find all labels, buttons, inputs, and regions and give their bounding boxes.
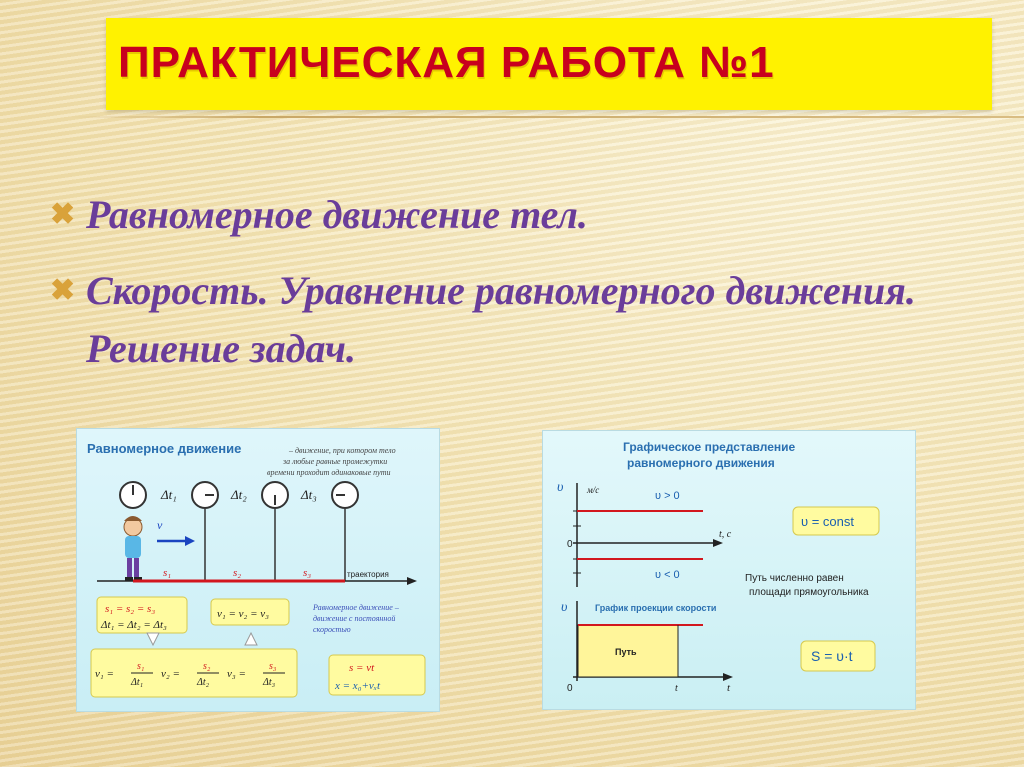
equal-paths-eq: s₁ = s₂ = s₃: [105, 603, 155, 615]
segment-label: s₂: [233, 567, 241, 579]
v-axis-label: υ: [561, 600, 567, 615]
positive-velocity-label: υ > 0: [655, 490, 680, 502]
delta-t-label: Δt₁: [160, 487, 177, 502]
clock-icon: [261, 481, 289, 509]
delta-t-label: Δt₂: [230, 487, 247, 502]
path-formula: S = υ·t: [811, 648, 853, 664]
bullet-text: Равномерное движение тел.: [86, 192, 588, 237]
uniform-motion-illustration: Равномерное движение – движение, при кот…: [87, 441, 426, 698]
vector-equation: s = vt: [349, 662, 375, 674]
bullet-text: Скорость. Уравнение равномерного движени…: [86, 268, 916, 371]
fraction-denominator: Δt₁: [130, 677, 143, 688]
equal-times-eq: Δt₁ = Δt₂ = Δt₃: [100, 619, 167, 631]
origin-label: 0: [567, 683, 573, 694]
segment-label: s₃: [303, 567, 311, 579]
note-line: Путь численно равен: [745, 573, 844, 584]
title-divider: [70, 116, 1024, 118]
fraction-numerator: s₁: [137, 661, 144, 672]
segment-label: s₁: [163, 567, 171, 579]
panel-heading: равномерного движения: [627, 456, 775, 470]
delta-t-label: Δt₃: [300, 487, 317, 502]
v1-label: v₁ =: [95, 668, 114, 680]
fraction-denominator: Δt₃: [262, 677, 276, 688]
bullet-item: ✖ Равномерное движение тел.: [50, 186, 950, 244]
velocity-graphs: Графическое представление равномерного д…: [557, 440, 880, 694]
clock-icon: [191, 481, 219, 509]
bullet-list: ✖ Равномерное движение тел. ✖ Скорость. …: [50, 186, 950, 378]
definition2-line: движение с постоянной: [313, 614, 395, 623]
graph-title: График проекции скорости: [595, 603, 716, 613]
equal-speeds-eq: v₁ = v₂ = v₃: [217, 608, 269, 620]
definition2-line: скоростью: [313, 625, 351, 634]
velocity-vector-label: v: [157, 518, 163, 532]
slide-title: ПРАКТИЧЕСКАЯ РАБОТА №1: [118, 38, 775, 87]
v-axis-label: υ: [557, 480, 563, 495]
boy-figure-icon: [123, 516, 143, 581]
cross-bullet-icon: ✖: [50, 198, 76, 231]
origin-label: 0: [567, 539, 573, 550]
uniform-motion-panel: Равномерное движение – движение, при кот…: [76, 428, 440, 712]
t-axis-label: t, с: [719, 529, 732, 540]
t-axis-label: t: [727, 682, 731, 694]
v2-label: v₂ =: [161, 668, 180, 680]
const-velocity-formula: υ = const: [801, 514, 854, 529]
unit-label: м/с: [586, 485, 599, 495]
definition2-line: Равномерное движение –: [312, 603, 400, 612]
area-label: Путь: [615, 647, 637, 657]
fraction-denominator: Δt₂: [196, 677, 210, 688]
v3-label: v₃ =: [227, 668, 246, 680]
note-line: площади прямоугольника: [749, 587, 869, 598]
trajectory-label: траектория: [347, 570, 389, 579]
t-tick-label: t: [675, 683, 678, 694]
panel-heading: Равномерное движение: [87, 441, 241, 456]
clock-icon: [331, 481, 359, 509]
clock-icon: [119, 481, 147, 509]
title-banner: ПРАКТИЧЕСКАЯ РАБОТА №1: [106, 18, 992, 110]
fraction-numerator: s₂: [203, 661, 211, 672]
definition-line: времени проходит одинаковые пути: [267, 468, 390, 477]
panel-heading: Графическое представление: [623, 440, 795, 454]
negative-velocity-label: υ < 0: [655, 569, 680, 581]
coordinate-equation: x = x₀+vₓt: [334, 680, 381, 692]
fraction-numerator: s₃: [269, 661, 277, 672]
bullet-item: ✖ Скорость. Уравнение равномерного движе…: [50, 262, 950, 378]
cross-bullet-icon: ✖: [50, 274, 76, 307]
graphical-representation-panel: Графическое представление равномерного д…: [542, 430, 916, 710]
definition-line: за любые равные промежутки: [282, 457, 387, 466]
definition-line: – движение, при котором тело: [288, 446, 396, 455]
